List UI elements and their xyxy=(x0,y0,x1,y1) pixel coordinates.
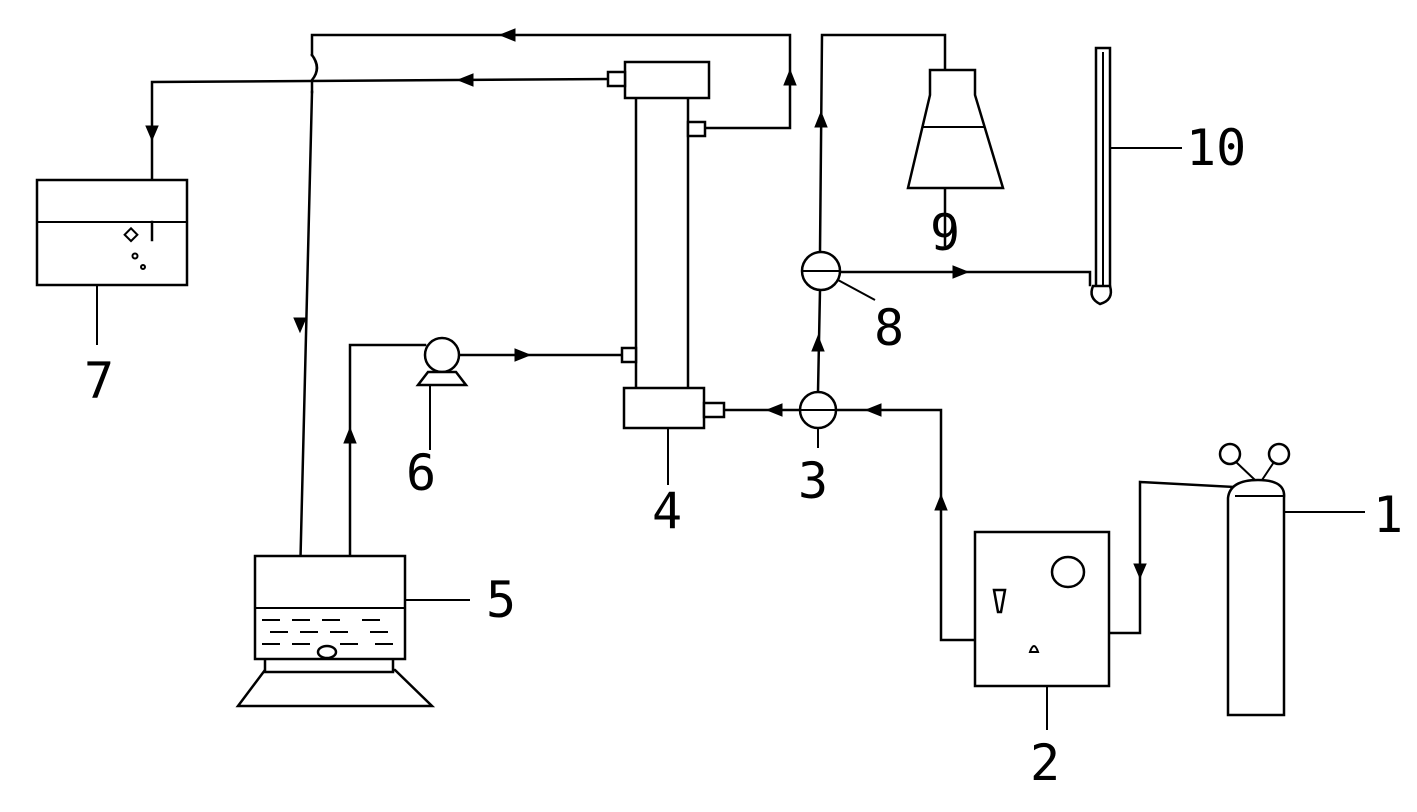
arrow xyxy=(814,110,828,128)
labels: 1 2 3 4 5 6 7 8 9 10 xyxy=(84,119,1403,792)
label-pump: 6 xyxy=(406,444,436,502)
column-body xyxy=(634,93,690,392)
column-feed-inlet xyxy=(620,346,638,364)
bubble xyxy=(123,226,139,243)
gauge-stem xyxy=(1261,461,1275,481)
column-gas-inlet xyxy=(702,401,726,419)
tank-body xyxy=(35,178,189,287)
gas-cylinder xyxy=(1218,442,1365,717)
manometer-bulb xyxy=(1090,284,1113,306)
arrow xyxy=(514,348,532,362)
label-manometer: 10 xyxy=(1186,119,1246,177)
flask-body xyxy=(906,68,1005,190)
arrow xyxy=(145,125,159,142)
liquid-dashes xyxy=(262,619,393,645)
stirrer-vessel xyxy=(235,554,470,708)
manometer xyxy=(1090,46,1182,306)
valve-bottom xyxy=(798,390,838,448)
pump xyxy=(415,336,469,450)
gas-line xyxy=(723,408,1237,642)
bubble xyxy=(140,264,146,270)
column-bottom-cap xyxy=(622,386,706,430)
flow-arrows xyxy=(145,28,1147,580)
arrow xyxy=(934,493,948,511)
flask xyxy=(906,68,1005,212)
column-top-cap xyxy=(623,60,711,100)
cylinder-body xyxy=(1226,478,1286,717)
stir-bar xyxy=(316,644,338,660)
vessel-base xyxy=(235,668,436,708)
arrow xyxy=(864,403,882,417)
collection-tank xyxy=(35,178,189,345)
arrow xyxy=(1133,563,1147,580)
indicator-icon xyxy=(992,588,1007,614)
knob-icon xyxy=(1028,645,1040,653)
arrow xyxy=(765,403,783,417)
label-valve-bottom: 3 xyxy=(798,452,828,510)
label-controller: 2 xyxy=(1030,734,1060,792)
controller xyxy=(973,530,1111,730)
arrow xyxy=(783,68,797,86)
feed-line xyxy=(348,343,624,627)
label-column: 4 xyxy=(652,482,682,540)
label-leader xyxy=(837,279,876,301)
bubble xyxy=(131,252,139,260)
valve-top xyxy=(800,250,876,301)
label-flask: 9 xyxy=(930,204,960,262)
label-collection-tank: 7 xyxy=(84,352,114,410)
arrow xyxy=(293,317,307,334)
arrow xyxy=(343,426,357,444)
label-cylinder: 1 xyxy=(1373,486,1403,544)
gauge-icon xyxy=(1050,555,1086,589)
pump-base xyxy=(415,370,469,387)
arrow xyxy=(952,265,970,279)
column-side-outlet xyxy=(686,120,707,138)
column xyxy=(606,60,726,485)
pressure-gauge-icon xyxy=(1218,442,1242,466)
controller-body xyxy=(973,530,1111,688)
manometer-line xyxy=(838,270,1092,287)
column-top-outlet xyxy=(606,70,627,88)
arrow xyxy=(456,73,474,87)
label-valve-top: 8 xyxy=(874,299,904,357)
line-crossing-hump xyxy=(310,53,319,94)
label-stirrer-vessel: 5 xyxy=(486,571,516,629)
pump-body xyxy=(423,336,461,374)
recycle-line xyxy=(298,33,792,580)
arrow xyxy=(811,334,825,352)
arrow xyxy=(498,28,516,42)
overflow-line xyxy=(150,77,614,242)
pressure-gauge-icon xyxy=(1267,442,1291,466)
gauge-stem xyxy=(1235,461,1256,481)
